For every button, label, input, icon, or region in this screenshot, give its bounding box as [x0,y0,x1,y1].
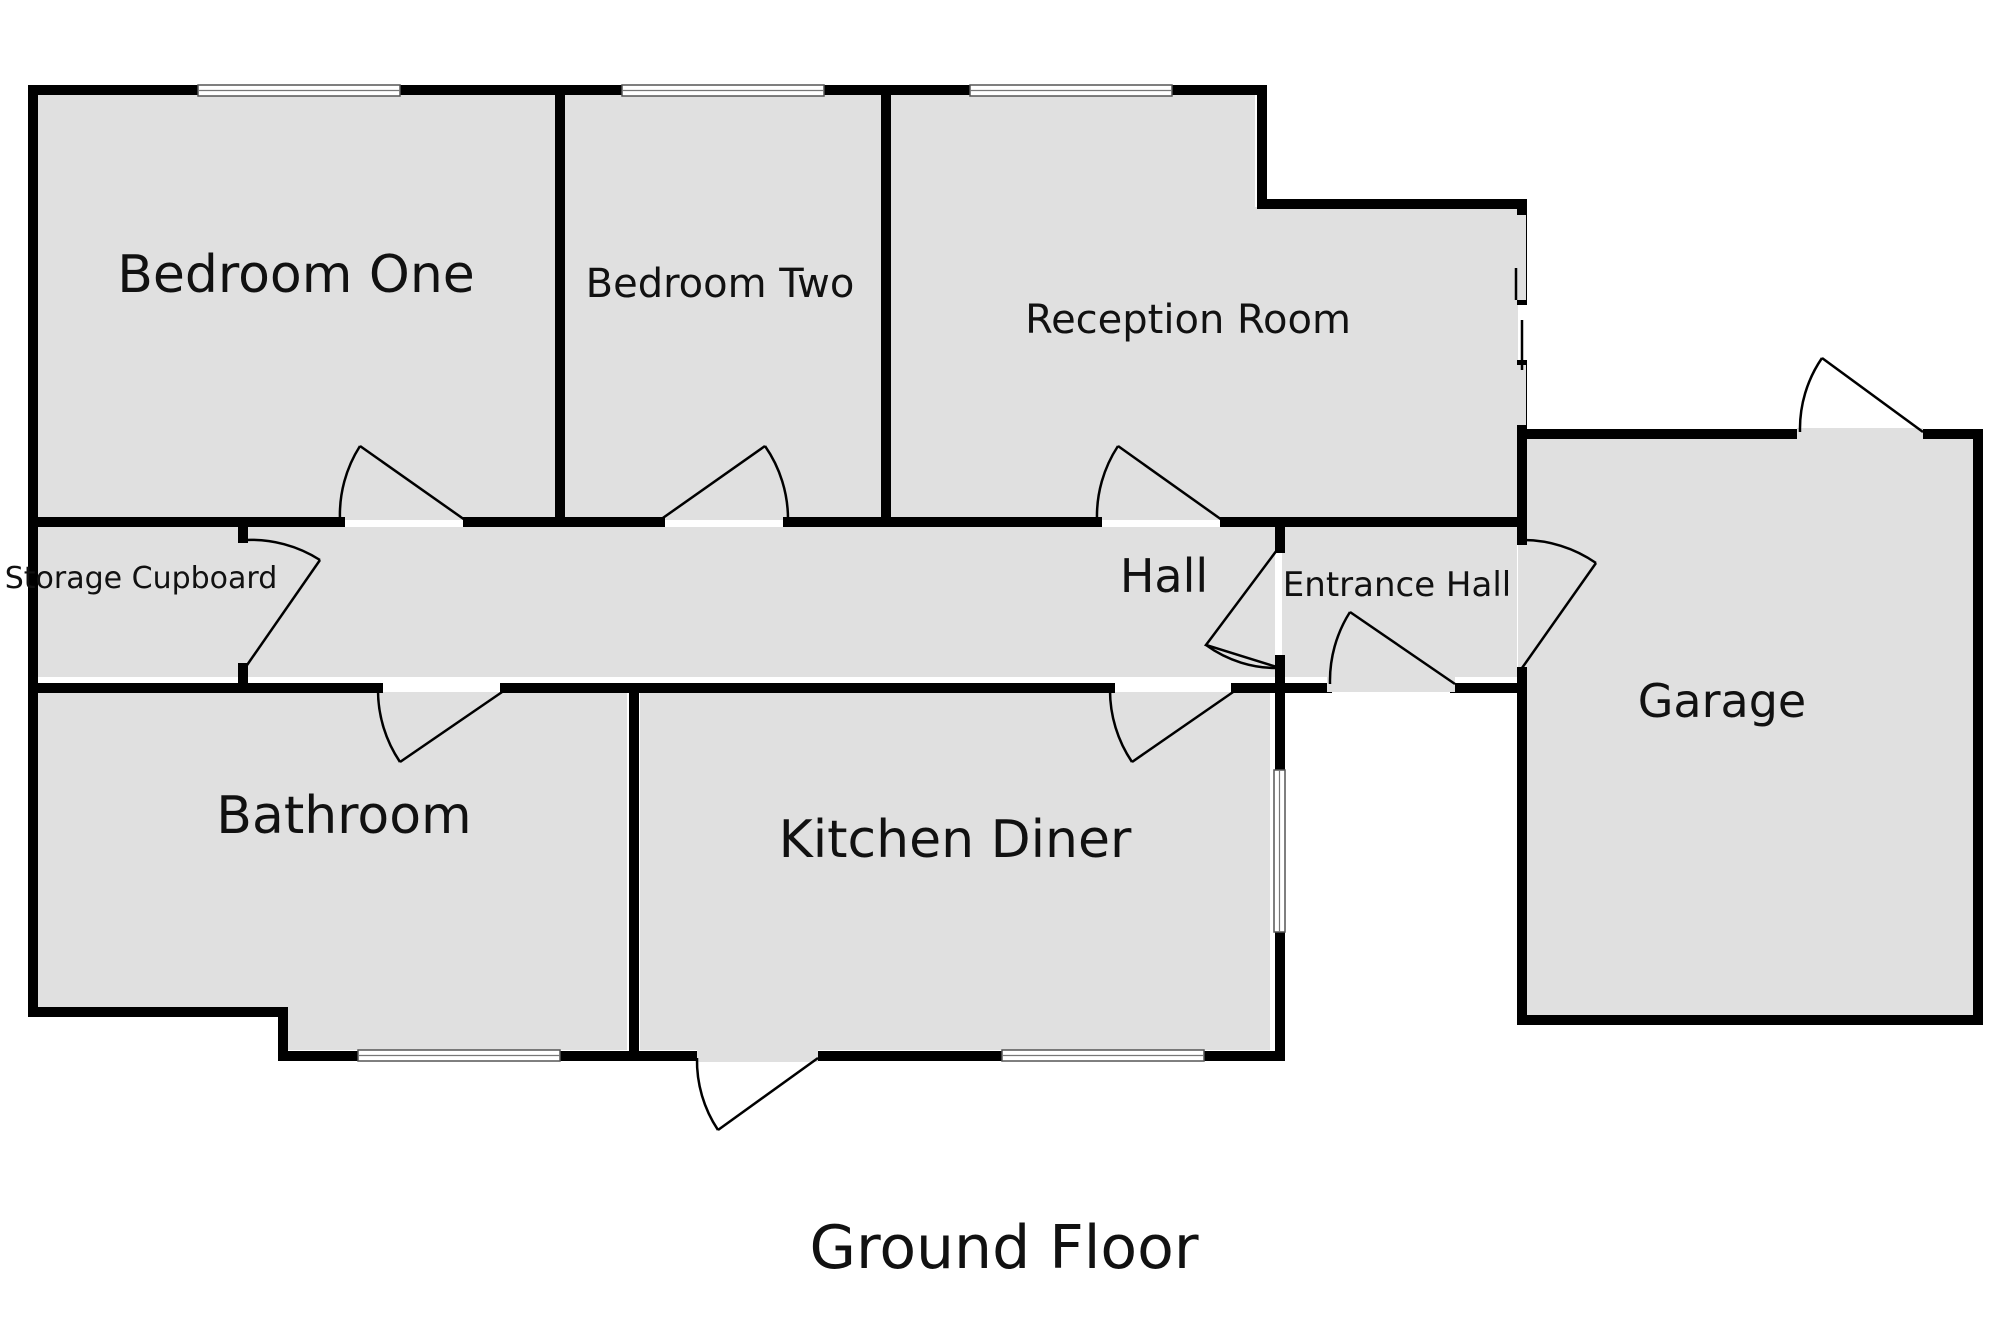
kitchen-diner-area [640,692,1270,1050]
doors [243,356,1924,1132]
label-kitchen-diner: Kitchen Diner [779,810,1132,870]
door-reception-room [1095,444,1223,522]
door-front-entrance [1327,610,1456,692]
bedroom-two-area [563,95,885,520]
label-bedroom-one: Bedroom One [117,245,475,305]
walls [28,85,1983,1061]
window-bathroom [357,1049,561,1062]
window-bedroom-one [197,84,401,97]
entrance-hall-area [1282,527,1517,677]
floor-title: Ground Floor [809,1213,1198,1283]
hall-area [35,527,1275,677]
window-bedroom-two [621,84,825,97]
label-reception-room: Reception Room [1025,297,1351,343]
door-entrance-garage [1520,538,1598,669]
window-reception-room [969,84,1173,97]
label-entrance-hall: Entrance Hall [1283,565,1511,605]
room-fills [35,95,1974,1050]
bedroom-one-area [35,95,558,520]
garage-area [1518,433,1974,1015]
windows [197,84,1526,1062]
room-labels: Bedroom One Bedroom Two Reception Room S… [5,245,1807,1283]
door-garage [1797,356,1924,440]
door-bedroom-two [659,444,790,522]
door-bedroom-one [338,444,466,522]
label-hall: Hall [1120,549,1208,603]
door-hall-entrance [1203,545,1282,670]
window-reception-east [1514,215,1526,425]
window-kitchen-south [1001,1049,1205,1062]
window-kitchen-east [1273,769,1286,933]
door-bathroom [376,688,506,764]
door-kitchen-external [695,1050,819,1132]
label-bedroom-two: Bedroom Two [586,261,855,307]
reception-room-area [890,95,1518,520]
bathroom-area [35,692,627,1050]
label-garage: Garage [1638,674,1806,728]
label-storage-cupboard: Storage Cupboard [5,561,278,596]
door-kitchen-diner [1108,688,1237,764]
garage-wall [1517,429,1983,1025]
door-storage-cupboard [243,538,322,669]
label-bathroom: Bathroom [216,786,471,846]
